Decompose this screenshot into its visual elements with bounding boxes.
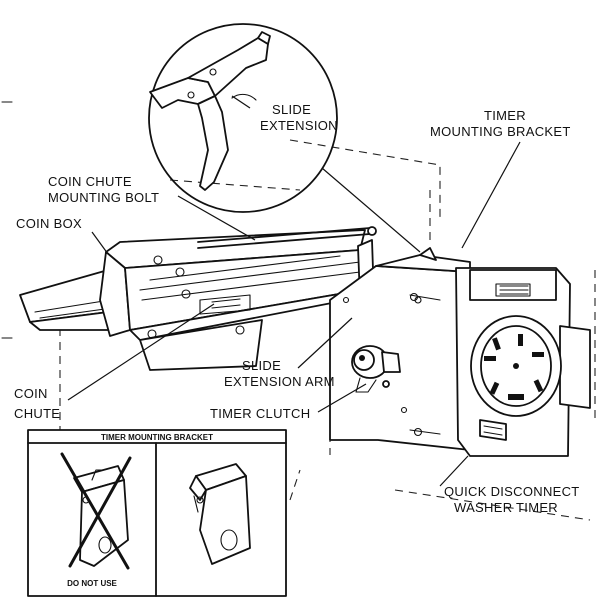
- correct-bracket: [189, 463, 251, 565]
- coin-box-label: COIN BOX: [16, 216, 82, 231]
- margin-marks: [1, 101, 13, 339]
- wrong-bracket: [73, 465, 129, 567]
- leader-lines: [67, 95, 521, 487]
- coin-chute-mounting-bolt-label: COIN CHUTE MOUNTING BOLT: [48, 174, 159, 205]
- slide-extension-arm-label: SLIDE EXTENSION ARM: [224, 358, 335, 389]
- inset-timer-mounting-bracket: TIMER MOUNTING BRACKET DO NOT USE: [27, 429, 287, 597]
- slide-extension-part: [149, 31, 271, 191]
- timer-clutch-label: TIMER CLUTCH: [210, 406, 310, 421]
- coin-chute-label: COIN CHUTE: [14, 386, 60, 421]
- timer-clutch: [351, 345, 401, 393]
- coin-chute-mounting-bolt: [197, 226, 377, 249]
- inset-title: TIMER MOUNTING BRACKET: [101, 433, 213, 442]
- timer-mounting-plate: [329, 247, 471, 451]
- slide-extension-detail-circle: [148, 23, 338, 213]
- do-not-use-label: DO NOT USE: [67, 579, 117, 588]
- slide-extension-label: SLIDE EXTENSION: [260, 102, 338, 133]
- timer-mounting-bracket-label: TIMER MOUNTING BRACKET: [430, 108, 571, 139]
- washer-timer: [414, 267, 591, 457]
- callout-labels: SLIDE EXTENSION TIMER MOUNTING BRACKET C…: [14, 102, 583, 515]
- coin-chute-housing: [99, 229, 369, 371]
- crossed-out-mark: [60, 452, 132, 570]
- detail-leader: [321, 167, 421, 253]
- quick-disconnect-washer-timer-label: QUICK DISCONNECT WASHER TIMER: [444, 484, 583, 515]
